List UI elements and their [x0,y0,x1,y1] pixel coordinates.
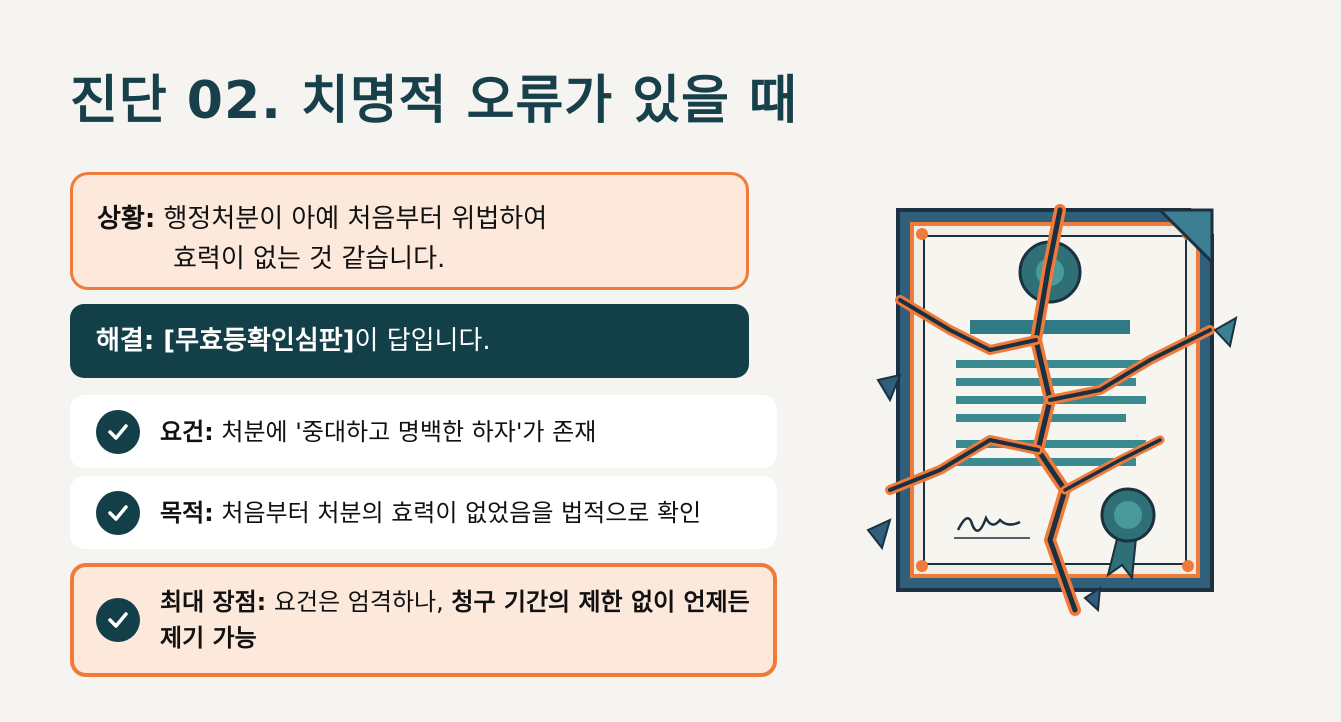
requirement-text: 처분에 '중대하고 명백한 하자'가 존재 [213,417,597,446]
advantage-item: 최대 장점: 요건은 엄격하나, 청구 기간의 제한 없이 언제든 제기 가능 [70,563,777,677]
situation-text-line2: 효력이 없는 것 같습니다. [173,244,446,274]
purpose-label: 목적: [160,498,214,527]
broken-certificate-icon [866,204,1238,616]
check-circle-icon [96,598,140,642]
check-circle-icon [96,490,140,535]
situation-card: 상황: 행정처분이 아예 처음부터 위법하여 효력이 없는 것 같습니다. [70,172,749,290]
situation-text-line1: 행정처분이 아예 처음부터 위법하여 [155,204,548,234]
advantage-emphasis: 청구 기간의 제한 없이 언제든 제기 가능 [160,588,750,652]
situation-label: 상황: [97,204,156,234]
solution-banner: 해결: [무효등확인심판]이 답입니다. [70,304,749,378]
advantage-label: 최대 장점: [160,588,267,616]
page-title: 진단 02. 치명적 오류가 있을 때 [70,71,798,131]
purpose-item: 목적: 처음부터 처분의 효력이 없었음을 법적으로 확인 [70,476,777,549]
purpose-text: 처음부터 처분의 효력이 없었음을 법적으로 확인 [213,498,702,527]
solution-text: 이 답입니다. [354,326,491,356]
solution-label: 해결: [96,326,155,356]
requirement-item: 요건: 처분에 '중대하고 명백한 하자'가 존재 [70,395,777,468]
advantage-text: 요건은 엄격하나, [266,588,452,616]
requirement-label: 요건: [160,417,214,446]
check-circle-icon [96,409,140,454]
solution-highlight: [무효등확인심판] [154,326,355,356]
